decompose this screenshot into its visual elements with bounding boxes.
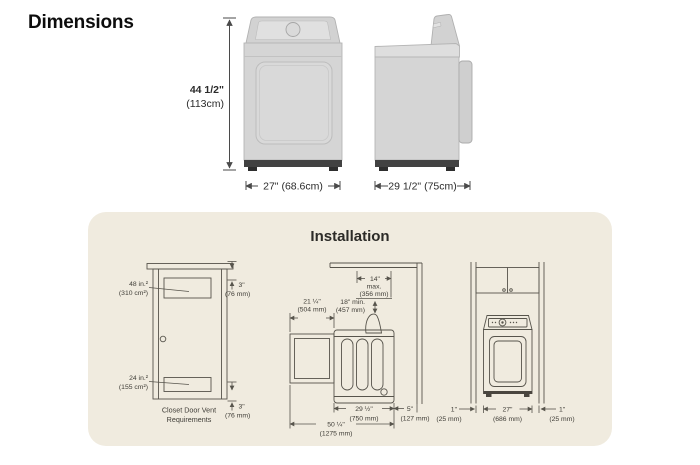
lid-groove-3 xyxy=(371,338,384,391)
width-dimension: 27" (68.6cm) xyxy=(245,181,341,193)
closet-door-diagram: 48 in.² (310 cm²) 24 in.² (155 cm²) 3" (… xyxy=(119,261,250,424)
alcove-diagram: 1" (25 mm) 27" (686 mm) 1" (25 mm) xyxy=(436,262,575,423)
total-depth-in: 50 ¼" xyxy=(327,422,345,429)
alcove-dial-icon xyxy=(498,318,507,327)
height-label-cm: (113cm) xyxy=(186,98,224,110)
door-open-dimension: 21 ¼" (504 mm) xyxy=(289,299,335,332)
vent-max-qual: max. xyxy=(367,284,382,291)
lid-groove-1 xyxy=(341,338,354,391)
door-frame xyxy=(152,268,228,400)
side-body xyxy=(374,56,460,161)
hose-min-mm: (457 mm) xyxy=(336,307,365,314)
top-vent-area-in: 48 in.² xyxy=(129,281,149,288)
vent-max-in: 14" xyxy=(370,276,381,283)
bottom-vent-area-cm: (155 cm²) xyxy=(119,384,148,391)
top-vent-opening xyxy=(163,277,212,299)
dimensions-drawing: 44 1/2" (113cm) 27" (68.6cm) xyxy=(186,13,473,193)
alcove-width-mm: (686 mm) xyxy=(493,416,522,423)
open-door-inner xyxy=(294,338,330,379)
side-foot-right xyxy=(446,167,455,171)
alcove-door-outer xyxy=(489,336,527,387)
hose-min-dimension: 18" min. (457 mm) xyxy=(336,299,378,314)
base-strip xyxy=(244,160,342,167)
alcove-left-gap-mm: (25 mm) xyxy=(436,416,461,423)
dryer-side-view xyxy=(374,13,473,171)
lid-groove-2 xyxy=(356,338,369,391)
side-foot-left xyxy=(379,167,388,171)
alcove-base xyxy=(483,391,532,394)
cabinet-knob-left-icon xyxy=(502,288,506,292)
top-gap-in: 3" xyxy=(239,282,246,289)
alcove-right-gap-mm: (25 mm) xyxy=(549,416,574,423)
foot-right xyxy=(329,167,338,171)
depth-install-mm: (750 mm) xyxy=(349,416,378,423)
leader-bottom-vent xyxy=(148,381,190,385)
dryer-front-view xyxy=(243,16,343,171)
foot-left xyxy=(248,167,257,171)
alcove-left-gap-in: 1" xyxy=(451,407,458,414)
alcove-width-in: 27" xyxy=(503,407,514,414)
front-door xyxy=(255,61,333,145)
alcove-dial-center xyxy=(501,321,504,324)
side-base-strip xyxy=(375,160,459,167)
side-backguard-lip xyxy=(432,21,442,29)
bottom-dimensions: 29 ½" (750 mm) 5" (127 mm) 50 ¼" (1275 m… xyxy=(289,385,430,438)
door-knob-icon xyxy=(159,335,167,343)
bottom-gap-in: 3" xyxy=(239,404,246,411)
alcove-door-inner xyxy=(493,340,522,383)
page-title: Dimensions xyxy=(28,12,134,33)
rear-gap-in: 5" xyxy=(407,406,414,413)
dial-knob-icon xyxy=(285,22,301,37)
top-vent-area-cm: (310 cm²) xyxy=(119,290,148,297)
installation-title: Installation xyxy=(310,228,390,245)
door-open-in: 21 ¼" xyxy=(303,299,321,306)
alcove-right-gap-in: 1" xyxy=(559,407,566,414)
leader-top-vent xyxy=(148,287,190,292)
closet-caption-line2: Requirements xyxy=(167,415,212,424)
rear-gap-mm: (127 mm) xyxy=(400,416,429,423)
bottom-gap-mm: (76 mm) xyxy=(225,413,250,420)
door-lintel xyxy=(146,263,234,270)
hose-min-in: 18" min. xyxy=(340,299,365,306)
installation-panel: Installation 48 in.² (310 cm²) xyxy=(88,212,612,446)
depth-label: 29 1/2" (75cm) xyxy=(388,181,457,193)
side-backguard xyxy=(430,13,461,47)
bottom-vent-area-in: 24 in.² xyxy=(129,375,149,382)
rear-vent-panel xyxy=(458,60,473,144)
depth-dimension: 29 1/2" (75cm) xyxy=(374,181,471,193)
total-depth-mm: (1275 mm) xyxy=(320,431,353,438)
bottom-vent-opening xyxy=(163,377,212,392)
depth-install-in: 29 ½" xyxy=(355,405,373,413)
alcove-dimensions: 1" (25 mm) 27" (686 mm) 1" (25 mm) xyxy=(436,405,575,423)
dryer-top-view xyxy=(289,329,395,404)
vent-max-dimension: 14" max. (356 mm) xyxy=(356,271,392,299)
alcove-foot-left xyxy=(486,394,492,397)
lid-cap-icon xyxy=(380,388,388,396)
top-gap-dimension: 3" (76 mm) xyxy=(225,261,250,298)
cabinet-knob-right-icon xyxy=(509,288,513,292)
vent-max-mm: (356 mm) xyxy=(359,291,388,298)
dryer-front-in-alcove xyxy=(482,315,533,397)
closet-caption-line1: Closet Door Vent xyxy=(162,406,216,415)
alcove-foot-right xyxy=(524,394,530,397)
installation-drawing: 48 in.² (310 cm²) 24 in.² (155 cm²) 3" (… xyxy=(119,261,575,438)
height-label-in: 44 1/2" xyxy=(190,84,224,96)
vent-hose xyxy=(365,313,383,334)
top-gap-mm: (76 mm) xyxy=(225,291,250,298)
height-dimension: 44 1/2" (113cm) xyxy=(186,17,236,171)
alcove-body xyxy=(483,329,533,394)
width-label: 27" (68.6cm) xyxy=(263,181,323,193)
overhead-cabinet xyxy=(475,267,540,294)
side-top-band xyxy=(374,43,460,58)
bottom-gap-dimension: 3" (76 mm) xyxy=(225,381,250,420)
open-door-outer xyxy=(289,333,335,384)
door-open-mm: (504 mm) xyxy=(297,307,326,314)
front-door-inner xyxy=(259,65,329,141)
side-clearance-diagram: 14" max. (356 mm) 18" min. (457 mm) xyxy=(289,262,430,438)
